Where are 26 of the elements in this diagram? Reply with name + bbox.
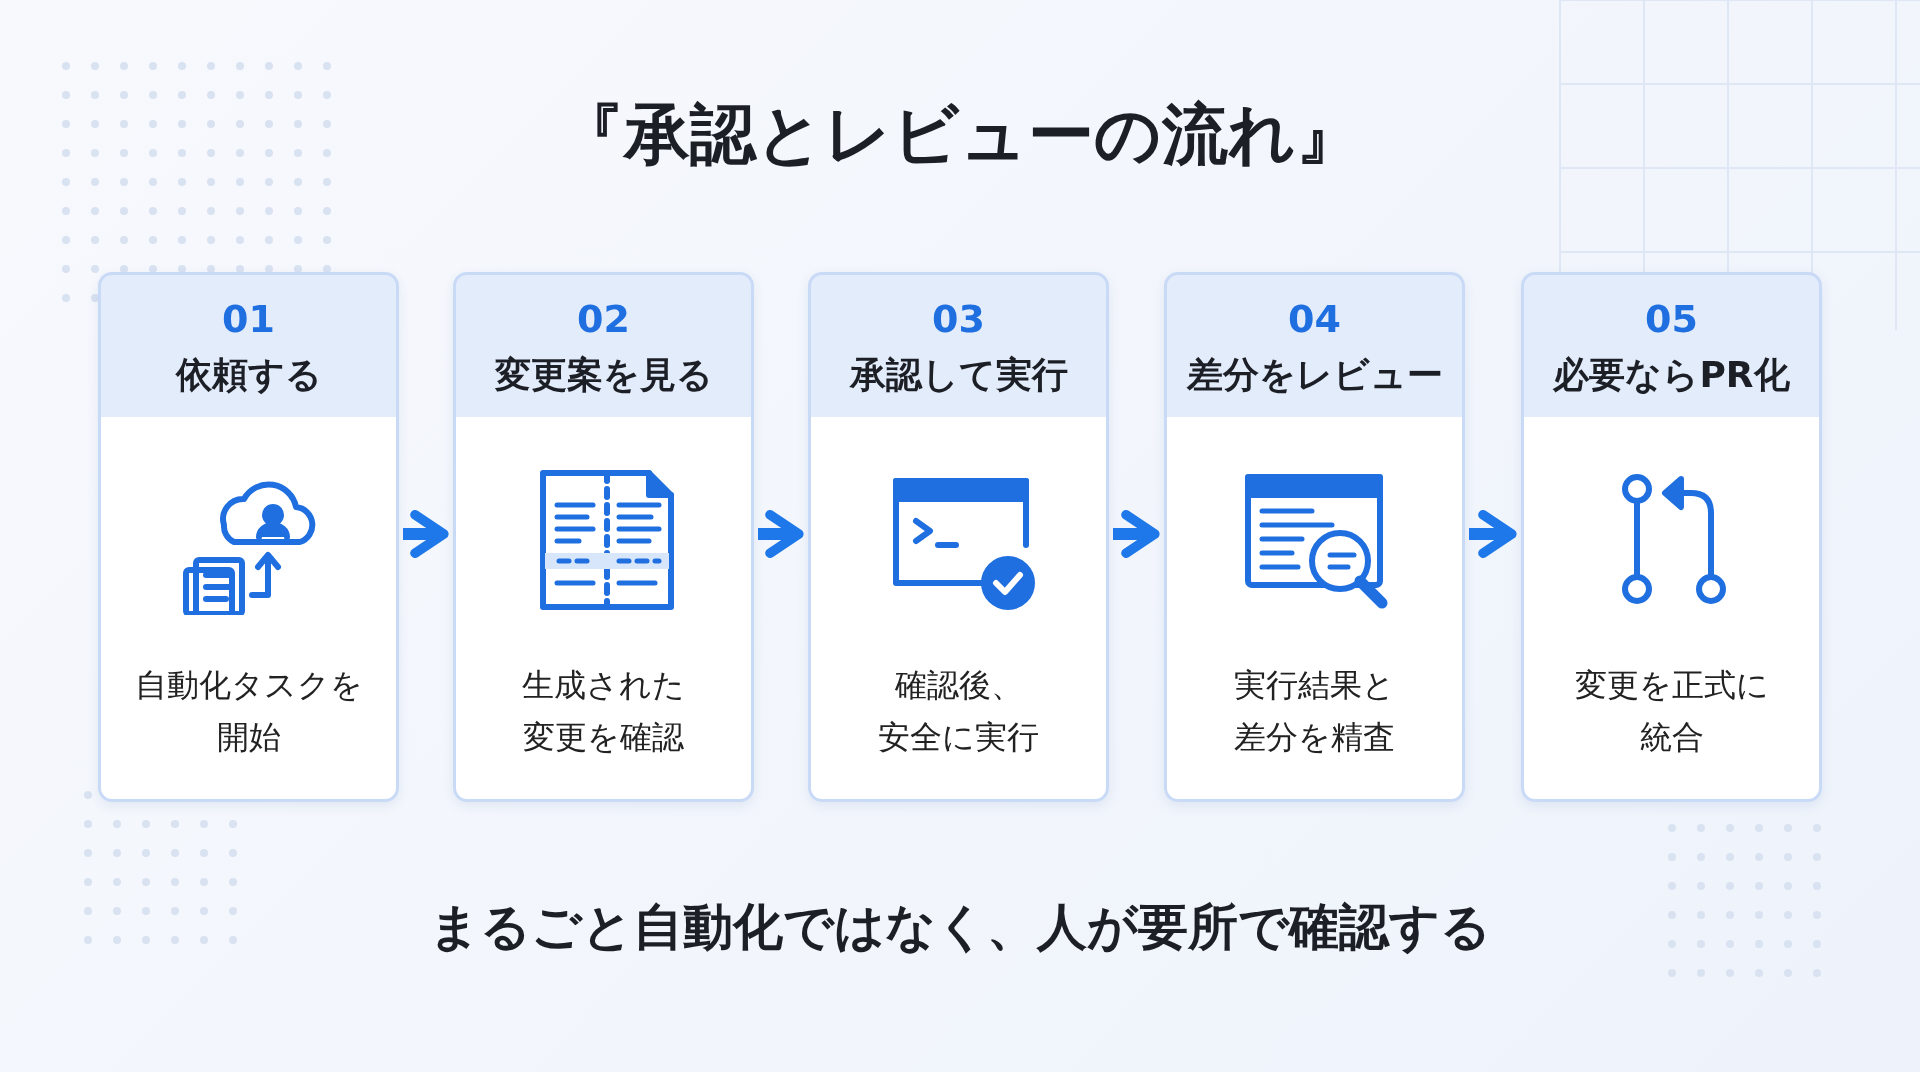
step-title: 変更案を見る — [493, 353, 714, 397]
step-card — [1164, 272, 1465, 802]
step-description: 生成された変更を確認 — [521, 665, 686, 758]
step-number: 01 — [221, 297, 276, 341]
step-title: 承認して実行 — [848, 353, 1069, 397]
step-card — [808, 272, 1109, 802]
step-description: 実行結果と差分を精査 — [1233, 665, 1396, 758]
arrow — [1113, 510, 1160, 558]
step-number: 03 — [931, 297, 986, 341]
step-card — [1521, 272, 1822, 802]
step-description: 確認後、安全に実行 — [877, 665, 1040, 758]
step-title: 依頼する — [174, 353, 323, 397]
step-card — [98, 272, 399, 802]
step-card — [453, 272, 754, 802]
step-description: 自動化タスクを開始 — [133, 665, 364, 758]
step-title: 必要ならPR化 — [1551, 353, 1791, 397]
step-title: 差分をレビュー — [1185, 353, 1444, 397]
step-number: 05 — [1644, 297, 1699, 341]
step-description: 変更を正式に統合 — [1573, 665, 1770, 758]
caption: まるごと自動化ではなく、人が要所で確認する — [428, 897, 1492, 958]
step-number: 04 — [1287, 297, 1342, 341]
title: 『承認とレビューの流れ』 — [557, 95, 1363, 175]
arrow — [403, 510, 449, 558]
step-number: 02 — [576, 297, 631, 341]
arrow — [758, 510, 804, 558]
arrow — [1469, 510, 1517, 558]
